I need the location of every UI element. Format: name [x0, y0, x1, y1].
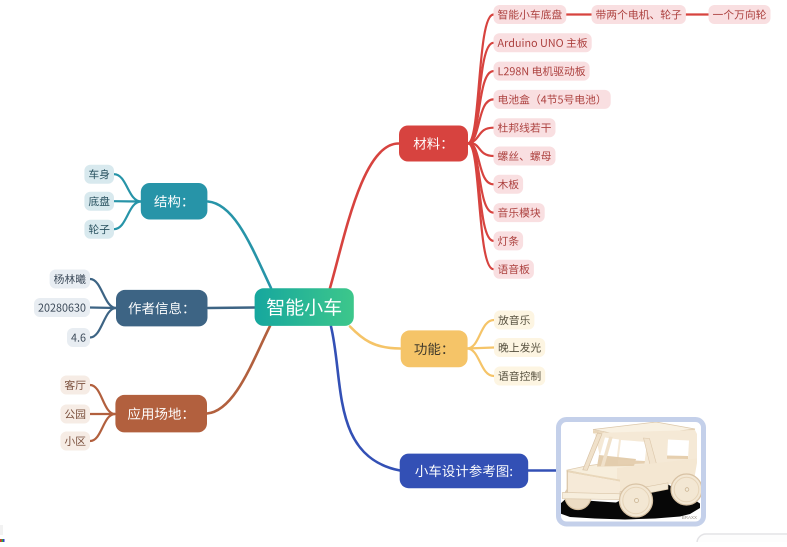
svg-text:BRAXX: BRAXX — [682, 515, 697, 520]
